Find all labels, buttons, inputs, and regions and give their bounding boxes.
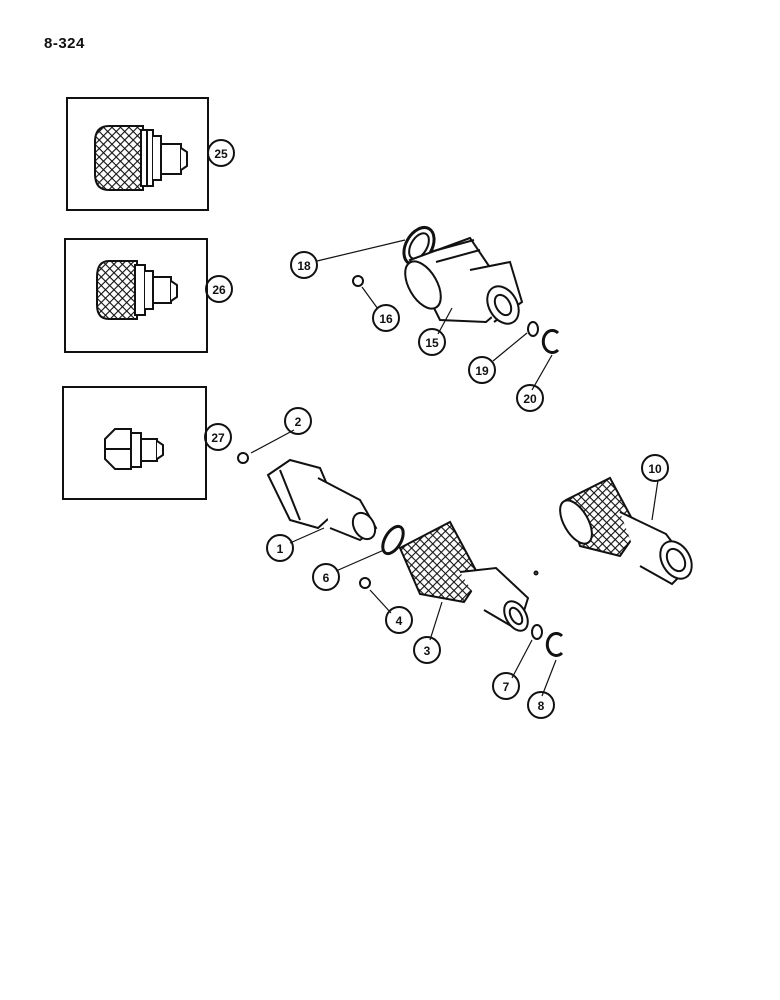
callout-4 bbox=[385, 606, 413, 634]
coupler-3 bbox=[398, 520, 539, 632]
callout-15 bbox=[418, 328, 446, 356]
ball-4 bbox=[359, 577, 371, 589]
callout-label-8: 8 bbox=[538, 699, 545, 713]
callout-16 bbox=[372, 304, 400, 332]
coupler-image-26 bbox=[96, 260, 178, 320]
callout-20 bbox=[516, 384, 544, 412]
leader-lines bbox=[250, 239, 659, 697]
nipple-1 bbox=[266, 458, 378, 542]
callout-label-2: 2 bbox=[295, 415, 302, 429]
callout-label-10: 10 bbox=[648, 462, 662, 476]
callout-label-19: 19 bbox=[475, 364, 489, 378]
coupler-10 bbox=[559, 476, 693, 586]
callout-label-16: 16 bbox=[379, 312, 393, 326]
clip-8 bbox=[545, 632, 564, 657]
coupler-15 bbox=[404, 236, 524, 325]
ring-7 bbox=[531, 624, 543, 640]
clip-20 bbox=[541, 329, 560, 354]
callout-18 bbox=[290, 251, 318, 279]
coupler-image-25 bbox=[94, 125, 188, 191]
callout-25 bbox=[207, 139, 235, 167]
callout-label-25: 25 bbox=[214, 147, 228, 161]
ring-6 bbox=[381, 524, 405, 556]
callout-label-1: 1 bbox=[277, 542, 284, 556]
callout-label-27: 27 bbox=[211, 431, 225, 445]
callout-label-26: 26 bbox=[212, 283, 226, 297]
callout-1 bbox=[266, 534, 294, 562]
callout-27 bbox=[204, 423, 232, 451]
callout-label-3: 3 bbox=[424, 644, 431, 658]
callout-label-15: 15 bbox=[425, 336, 439, 350]
ring-19 bbox=[527, 321, 539, 337]
callout-label-6: 6 bbox=[323, 571, 330, 585]
page-number: 8-324 bbox=[44, 35, 85, 52]
callout-3 bbox=[413, 636, 441, 664]
callout-label-4: 4 bbox=[396, 614, 403, 628]
inset-box-26 bbox=[64, 238, 208, 353]
callout-2 bbox=[284, 407, 312, 435]
callout-26 bbox=[205, 275, 233, 303]
coupler-image-27 bbox=[104, 428, 164, 470]
ball-16 bbox=[352, 275, 364, 287]
ball-2 bbox=[237, 452, 249, 464]
callout-label-18: 18 bbox=[297, 259, 311, 273]
inset-box-27 bbox=[62, 386, 207, 500]
callout-10 bbox=[641, 454, 669, 482]
callout-7 bbox=[492, 672, 520, 700]
callout-19 bbox=[468, 356, 496, 384]
callout-label-20: 20 bbox=[523, 392, 537, 406]
inset-box-25 bbox=[66, 97, 209, 211]
callout-8 bbox=[527, 691, 555, 719]
callout-6 bbox=[312, 563, 340, 591]
callout-label-7: 7 bbox=[503, 680, 510, 694]
